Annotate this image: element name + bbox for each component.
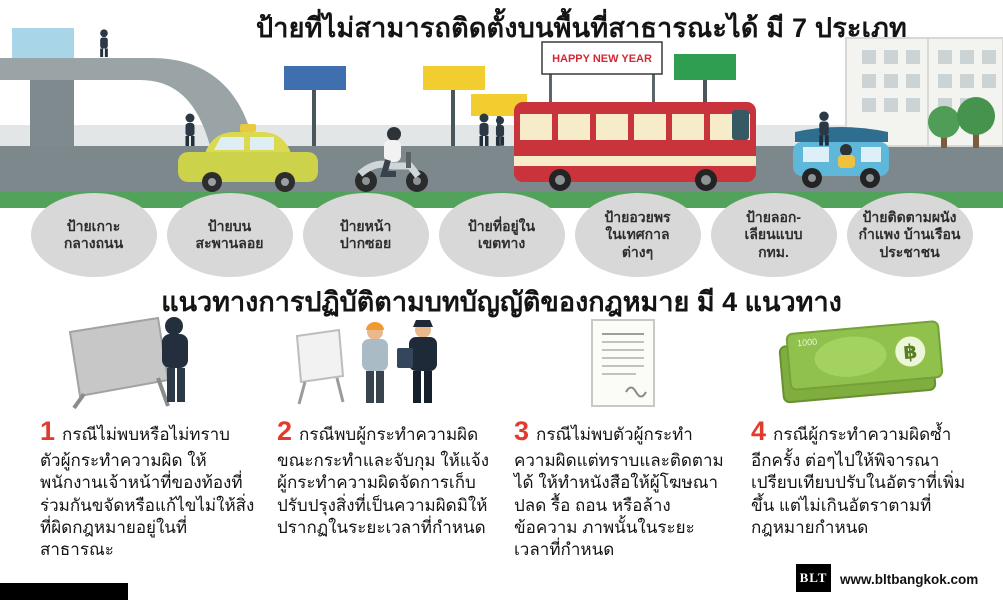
sign-type-circle-4: ป้ายที่อยู่ใน เขตทาง <box>438 193 565 277</box>
tuk-tuk <box>793 127 889 188</box>
taxi <box>178 124 318 192</box>
sign-type-line: กำแพง บ้านเรือน <box>858 226 961 243</box>
guideline-number: 3 <box>514 416 530 446</box>
page-title: ป้ายที่ไม่สามารถติดตั้งบนพื้นที่สาธารณะไ… <box>255 13 908 43</box>
sign-type-line: ปากซอย <box>339 235 392 251</box>
street-scene: HAPPY NEW YEAR <box>0 28 1003 208</box>
pedestrian <box>819 111 829 146</box>
motorcycle <box>355 127 428 192</box>
baht-symbol: ฿ <box>902 341 918 364</box>
sign-type-line: ป้ายลอก- <box>745 208 802 225</box>
banknote-value: 1000 <box>797 337 818 349</box>
bus <box>514 102 756 191</box>
guideline-number: 4 <box>751 416 767 446</box>
street-scene-svg: HAPPY NEW YEAR <box>0 28 1003 208</box>
street-sign-green <box>674 54 736 106</box>
sign-type-line: กทม. <box>758 243 789 260</box>
pedestrian-on-bridge <box>100 29 108 58</box>
sign-type-line: เขตทาง <box>477 235 526 251</box>
sign-type-line: ป้ายเกาะ <box>66 217 121 234</box>
sign-type-circle-3: ป้ายหน้า ปากซอย <box>302 193 429 277</box>
sign-type-line: ในเทศกาล <box>605 226 670 243</box>
pedestrian-bridge <box>0 28 253 146</box>
bottom-left-bar <box>0 583 128 600</box>
guideline-number: 1 <box>40 416 56 446</box>
sign-type-line: กลางถนน <box>63 235 124 251</box>
blt-logo-text: BLT <box>799 570 828 585</box>
sign-type-circle-7: ป้ายติดตามผนัง กำแพง บ้านเรือน ประชาชน <box>846 193 973 277</box>
pedestrian <box>495 116 505 146</box>
street-sign-blue <box>284 66 346 146</box>
trees <box>928 97 995 148</box>
blt-logo: BLT <box>796 564 831 592</box>
guideline-number: 2 <box>277 416 293 446</box>
official-letter-icon <box>591 319 655 407</box>
guideline-body: กรณีไม่พบตัวผู้กระทำความผิดแต่ทราบและติด… <box>514 425 724 560</box>
banner-text: HAPPY NEW YEAR <box>552 53 652 65</box>
sign-type-line: ประชาชน <box>879 243 940 260</box>
fine-money-icon: ฿ 1000 <box>778 320 944 404</box>
pedestrian <box>479 113 489 146</box>
sign-type-circle-6: ป้ายลอก- เลียนแบบ กทม. <box>710 193 837 277</box>
sign-type-line: ต่างๆ <box>621 243 654 260</box>
sign-type-line: สะพานลอย <box>195 235 264 251</box>
sign-type-line: ป้ายหน้า <box>339 217 392 234</box>
guideline-body: กรณีผู้กระทำความผิดซ้ำอีกครั้ง ต่อๆไปให้… <box>751 425 966 537</box>
website-url: www.bltbangkok.com <box>840 572 979 587</box>
guideline-body: กรณีพบผู้กระทำความผิดขณะกระทำและจับกุม ใ… <box>277 425 490 537</box>
guideline-body: กรณีไม่พบหรือไม่ทราบตัวผู้กระทำความผิด ใ… <box>40 425 255 560</box>
sign-type-line: เลียนแบบ <box>744 226 803 243</box>
sign-type-circle-5: ป้ายอวยพร ในเทศกาล ต่างๆ <box>574 193 701 277</box>
sign-types-row: ป้ายเกาะ กลางถนน ป้ายบน สะพานลอย ป้ายหน้… <box>0 193 1003 277</box>
street-sign-yellow-1 <box>423 66 485 146</box>
guidelines-section-title: แนวทางการปฏิบัติตามบทบัญญัติของกฎหมาย มี… <box>161 287 842 317</box>
sign-type-circle-2: ป้ายบน สะพานลอย <box>166 193 293 277</box>
new-year-banner: HAPPY NEW YEAR <box>541 41 663 104</box>
sign-type-line: ป้ายอวยพร <box>604 208 671 225</box>
bridge-sign <box>12 28 74 58</box>
pedestrian <box>185 113 195 146</box>
sign-type-circle-1: ป้ายเกาะ กลางถนน <box>30 193 157 277</box>
sign-type-line: ป้ายที่อยู่ใน <box>467 217 536 234</box>
sign-type-line: ป้ายติดตามผนัง <box>862 208 957 225</box>
remove-sign-icon <box>68 316 188 410</box>
arrest-offender-icon <box>295 320 437 405</box>
sign-type-line: ป้ายบน <box>207 217 252 234</box>
